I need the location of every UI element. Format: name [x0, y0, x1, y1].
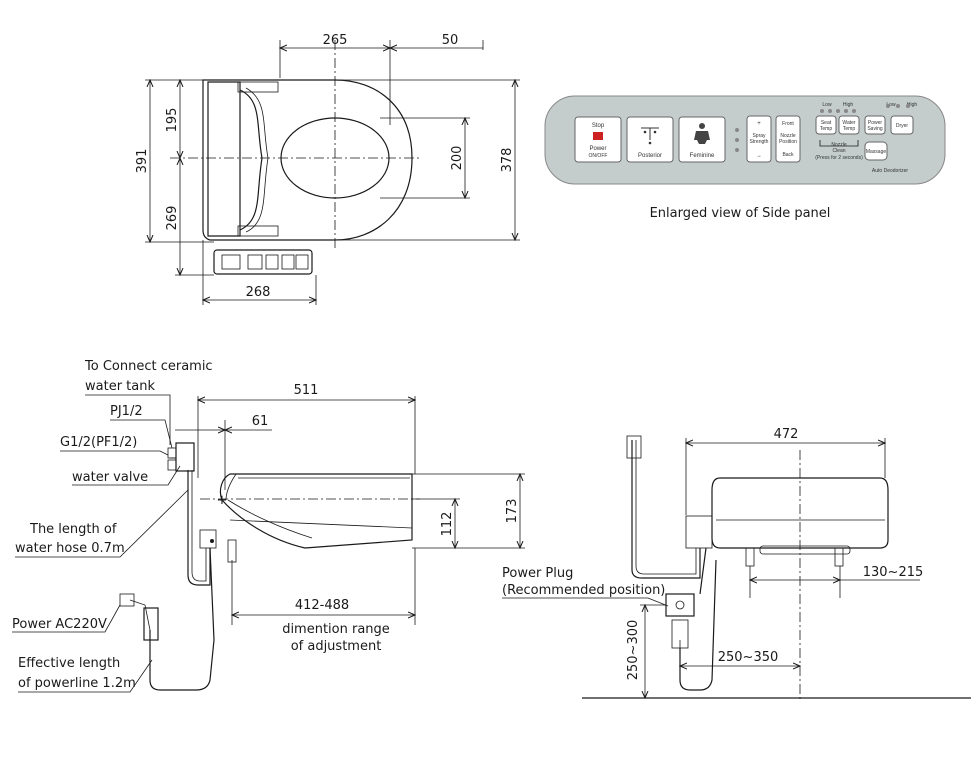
side-view: + 511 61 112 173 412-488 dimention range…	[12, 359, 525, 693]
dim-412-488: 412-488	[295, 598, 349, 613]
high-label-2: High	[907, 102, 918, 108]
g-label: G1/2(PF1/2)	[60, 435, 137, 450]
spray-label: Spray	[752, 133, 766, 139]
dim-195: 195	[165, 108, 180, 133]
hose-note-2: water hose 0.7m	[15, 541, 125, 556]
dim-250-350: 250~350	[718, 650, 779, 665]
onoff-label: ON/OFF	[589, 153, 608, 159]
dim-268: 268	[246, 285, 271, 300]
range-note-2: of adjustment	[291, 639, 382, 654]
seat-temp-label-2: Temp	[820, 126, 832, 132]
power-saving-label: Power	[868, 120, 883, 126]
pj-label: PJ1/2	[110, 404, 143, 419]
water-valve	[175, 442, 195, 472]
seat-hinge-cover	[207, 81, 241, 237]
back-label: Back	[782, 152, 794, 158]
dryer-label: Dryer	[896, 123, 909, 129]
water-temp-button	[838, 115, 860, 135]
plug-note-2: (Recommended position)	[502, 583, 665, 598]
water-hose	[187, 470, 211, 586]
water-temp-label: Water	[842, 120, 855, 126]
minus-label: −	[757, 154, 761, 160]
stop-icon	[593, 132, 603, 140]
dim-391: 391	[135, 149, 150, 174]
plus-label: +	[757, 121, 761, 127]
dim-173: 173	[505, 499, 520, 524]
panel-caption: Enlarged view of Side panel	[650, 206, 831, 221]
massage-button	[864, 141, 888, 161]
nozzle-clean-label-2: Clean	[832, 148, 845, 154]
strength-label: Strength	[750, 139, 769, 145]
low-label-2: Low	[886, 102, 896, 108]
low-label-1: Low	[822, 102, 832, 108]
range-note-1: dimention range	[282, 622, 390, 637]
massage-label: Massage	[866, 149, 887, 155]
dim-472: 472	[774, 427, 799, 442]
press-note: (Press for 2 seconds)	[815, 155, 863, 161]
connect-note-1: To Connect ceramic	[84, 359, 213, 374]
nozzle-label: Nozzle	[780, 133, 796, 139]
plug-note-1: Power Plug	[502, 566, 573, 581]
power-plug	[143, 607, 159, 641]
dim-50: 50	[442, 33, 459, 48]
seat-temp-label: Seat	[821, 120, 832, 126]
dim-61: 61	[252, 414, 269, 429]
power-label-side: Power AC220V	[12, 617, 107, 632]
nozzle-clean-label: Nozzle	[831, 142, 847, 148]
front-label: Front	[782, 121, 794, 127]
position-label: Position	[779, 139, 797, 145]
connect-note-2: water tank	[85, 379, 155, 394]
rear-view: 472 130~215 250~300 250~350 Power Plug (…	[502, 427, 971, 700]
svg-text:+: +	[217, 493, 228, 508]
rear-body	[711, 477, 889, 549]
valve-label: water valve	[72, 470, 148, 485]
spray-strength-button	[746, 115, 772, 163]
water-temp-label-2: Temp	[843, 126, 855, 132]
power-saving-button	[864, 115, 886, 135]
top-view: 265 50 391 195 269 200 378 268	[135, 33, 520, 305]
dim-200: 200	[450, 146, 465, 171]
seat-outline	[202, 79, 413, 241]
rear-water-hose	[631, 440, 701, 579]
cord-note-1: Effective length	[18, 656, 120, 671]
dim-250-300: 250~300	[626, 620, 641, 681]
dim-130-215: 130~215	[863, 565, 924, 580]
seat-temp-button	[815, 115, 837, 135]
dim-112: 112	[440, 512, 455, 537]
dim-378: 378	[500, 148, 515, 173]
high-label-1: High	[843, 102, 854, 108]
power-saving-label-2: Saving	[867, 126, 883, 132]
dim-511: 511	[294, 383, 319, 398]
auto-deodorizer-label: Auto Deodorizer	[872, 168, 908, 174]
posterior-icon	[641, 127, 659, 145]
side-panel-enlarged: Stop Power ON/OFF Posterior Feminine + S…	[544, 95, 946, 221]
stop-label: Stop	[592, 123, 605, 129]
cord-note-2: of powerline 1.2m	[18, 676, 136, 691]
seat-side-body	[219, 473, 413, 549]
posterior-label: Posterior	[638, 153, 662, 159]
power-cord	[149, 547, 215, 691]
feminine-label: Feminine	[690, 153, 715, 159]
dim-265: 265	[323, 33, 348, 48]
power-label: Power	[589, 146, 606, 152]
nozzle-position-button	[775, 115, 801, 163]
side-panel-small	[213, 249, 313, 275]
seat-lid-edge	[239, 89, 263, 231]
dim-269: 269	[165, 206, 180, 231]
hose-note-1: The length of	[29, 522, 117, 537]
dryer-button	[890, 115, 914, 135]
rear-power-plug	[665, 593, 695, 617]
feminine-icon	[694, 123, 710, 144]
